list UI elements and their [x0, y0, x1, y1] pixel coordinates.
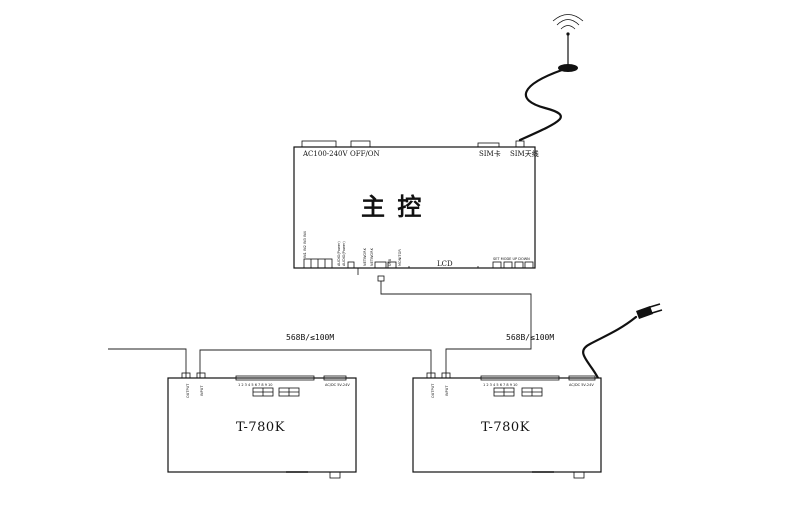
svg-text:IN1 IN2 IN3 IN4: IN1 IN2 IN3 IN4: [303, 230, 307, 258]
svg-text:INPUT: INPUT: [200, 385, 204, 396]
sub-controller-right-model: T-780K: [481, 420, 530, 435]
sim-antenna-label: SIM天线: [510, 149, 539, 158]
lcd-label: LCD: [437, 260, 453, 268]
svg-text:OUTPUT: OUTPUT: [186, 383, 190, 398]
power-input-label: AC100-240V: [302, 150, 348, 158]
svg-text:1 2 3 4 5 6 7 8 9 10: 1 2 3 4 5 6 7 8 9 10: [238, 383, 273, 387]
power-switch-label: OFF/ON: [350, 150, 380, 158]
svg-text:AUDIO(Power): AUDIO(Power): [342, 241, 346, 266]
link-label-right: 568B/≤100M: [506, 333, 554, 342]
svg-text:AUDIO(Power): AUDIO(Power): [337, 241, 341, 266]
antenna-cable: [518, 68, 564, 142]
svg-text:MONITOR: MONITOR: [398, 249, 402, 266]
sub-controller-left-model: T-780K: [236, 420, 285, 435]
svg-text:NETWORK: NETWORK: [370, 247, 374, 266]
network-wiring: [108, 275, 532, 378]
main-controller-title: 主 控: [361, 193, 423, 221]
svg-text:NETWORK: NETWORK: [363, 247, 367, 266]
svg-text:OUTPUT: OUTPUT: [431, 383, 435, 398]
main-controller: AC100-240V OFF/ON SIM卡 SIM天线 主 控 IN1 IN2…: [293, 140, 539, 275]
svg-text:AC/DC 5V-24V: AC/DC 5V-24V: [569, 383, 594, 387]
svg-text:SET MODE UP DOWN: SET MODE UP DOWN: [493, 257, 530, 261]
svg-text:1 2 3 4 5 6 7 8 9 10: 1 2 3 4 5 6 7 8 9 10: [483, 383, 518, 387]
link-label-left: 568B/≤100M: [286, 333, 334, 342]
svg-text:INPUT: INPUT: [445, 385, 449, 396]
antenna-icon: [552, 14, 584, 72]
svg-text:AC/DC 5V-24V: AC/DC 5V-24V: [325, 383, 350, 387]
sim-card-label: SIM卡: [479, 149, 501, 158]
sub-controller-left: OUTPUT INPUT 1 2 3 4 5 6 7 8 9 10 AC/DC …: [167, 372, 357, 479]
sub-controller-right: OUTPUT INPUT 1 2 3 4 5 6 7 8 9 10 AC/DC …: [412, 372, 602, 479]
power-plug-icon: [582, 303, 663, 380]
